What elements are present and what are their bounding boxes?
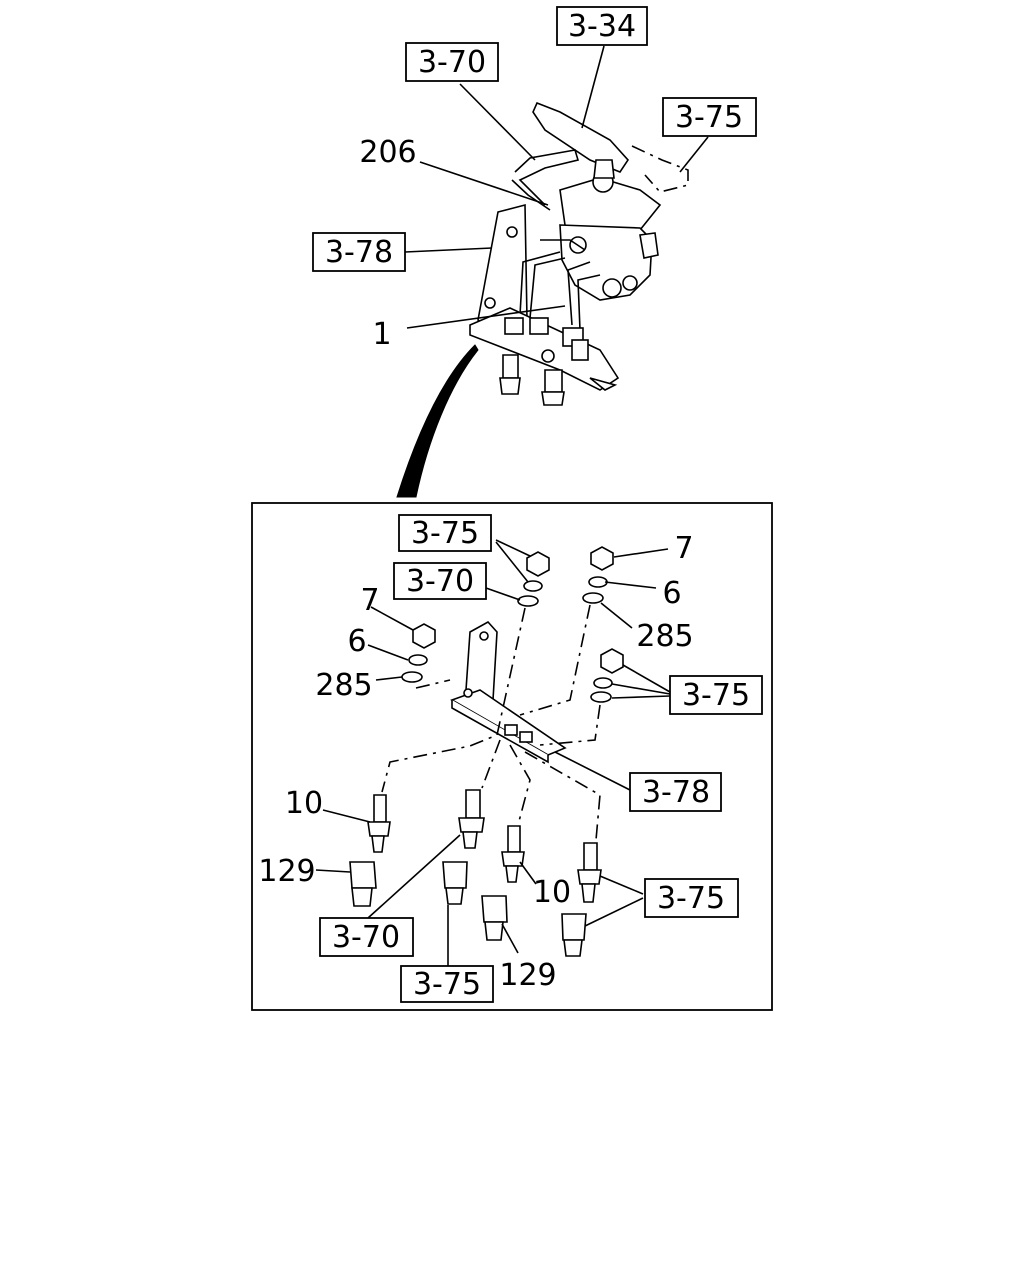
sleeve-nut-left bbox=[349, 861, 377, 907]
callout-3-70-c-label: 3-70 bbox=[332, 920, 400, 955]
stud-second bbox=[458, 789, 485, 849]
sleeve-nut-right bbox=[561, 913, 587, 957]
part-number-10-left: 10 bbox=[285, 786, 323, 821]
callout-3-75-b-label: 3-75 bbox=[682, 678, 750, 713]
part-number-6-right: 6 bbox=[662, 576, 681, 611]
callout-3-75-b: 3-75 bbox=[669, 675, 763, 715]
stud-right bbox=[577, 842, 602, 903]
callout-3-75-top-label: 3-75 bbox=[675, 100, 743, 135]
stud-left bbox=[367, 794, 391, 853]
callout-3-75-c: 3-75 bbox=[644, 878, 739, 918]
callout-3-70-b: 3-70 bbox=[393, 562, 487, 600]
callout-3-75-d-label: 3-75 bbox=[413, 967, 481, 1002]
detail-frame bbox=[251, 502, 773, 1011]
part-number-129-left: 129 bbox=[258, 854, 315, 889]
callout-3-78-top-label: 3-78 bbox=[325, 235, 393, 270]
fuel-pump-assembly bbox=[469, 101, 689, 406]
part-number-285-left: 285 bbox=[315, 668, 372, 703]
callout-3-78-top: 3-78 bbox=[312, 232, 406, 272]
callout-3-34-label: 3-34 bbox=[568, 9, 636, 44]
callout-3-75-c-label: 3-75 bbox=[657, 881, 725, 916]
sleeve-nut-third bbox=[481, 895, 508, 941]
part-number-285-right: 285 bbox=[636, 619, 693, 654]
callout-3-70-top: 3-70 bbox=[405, 42, 499, 82]
callout-3-78-b-label: 3-78 bbox=[642, 775, 710, 810]
callout-3-75-top: 3-75 bbox=[662, 97, 757, 137]
detail-pointer-arrow bbox=[396, 344, 479, 498]
callout-3-70-c: 3-70 bbox=[319, 917, 414, 957]
upper-leader-lines bbox=[404, 45, 709, 329]
part-number-10-mid: 10 bbox=[533, 875, 571, 910]
part-number-129-mid: 129 bbox=[499, 958, 556, 993]
callout-3-70-b-label: 3-70 bbox=[406, 564, 474, 599]
callout-3-34: 3-34 bbox=[556, 6, 648, 46]
detail-leader-lines bbox=[315, 539, 671, 966]
part-number-6-left: 6 bbox=[347, 624, 366, 659]
part-number-206: 206 bbox=[359, 135, 416, 170]
part-number-1: 1 bbox=[372, 317, 391, 352]
stud-third bbox=[501, 825, 525, 883]
callout-3-70-top-label: 3-70 bbox=[418, 45, 486, 80]
callout-3-75-a-label: 3-75 bbox=[411, 516, 479, 551]
callout-3-75-d: 3-75 bbox=[400, 965, 494, 1003]
part-number-7-left: 7 bbox=[360, 583, 379, 618]
callout-3-75-a: 3-75 bbox=[398, 514, 492, 552]
part-number-7-right: 7 bbox=[674, 531, 693, 566]
callout-3-78-b: 3-78 bbox=[629, 772, 722, 812]
detail-parts bbox=[349, 546, 624, 957]
sleeve-nut-second bbox=[442, 861, 468, 905]
